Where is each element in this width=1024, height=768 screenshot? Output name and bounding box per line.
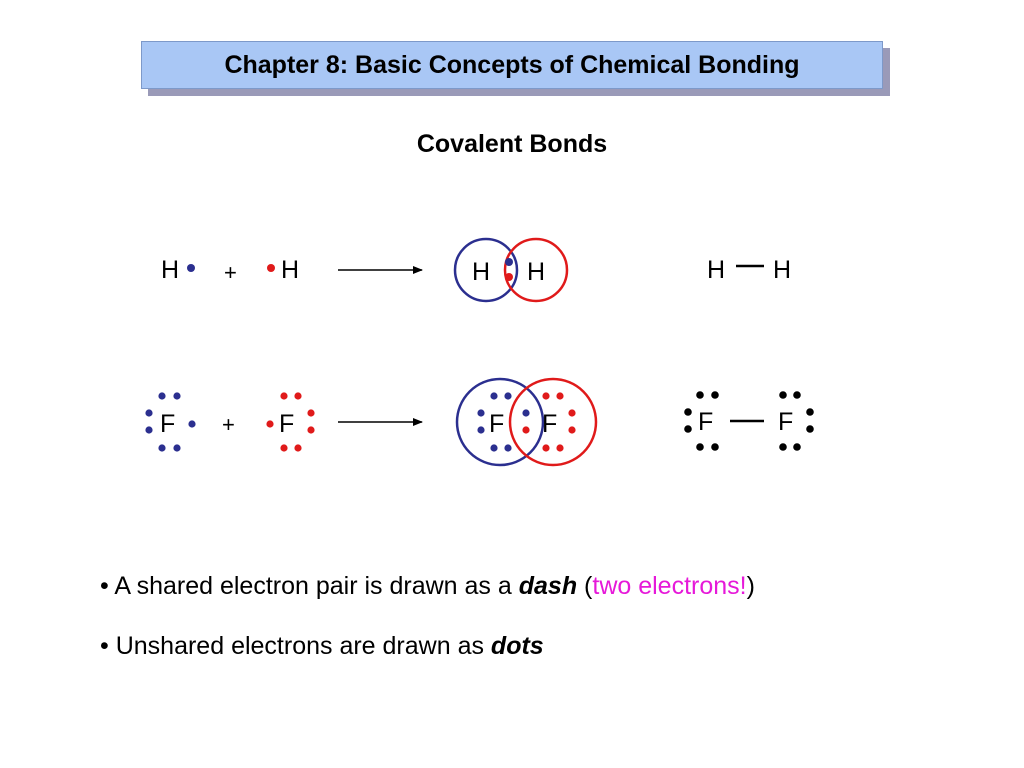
electron-dot [696, 391, 704, 399]
bullet-text: ) [746, 572, 755, 600]
bond-atom-left: F [698, 408, 713, 436]
orbital-circle-b [503, 237, 569, 303]
electron-dot [556, 392, 564, 400]
electron-dot [145, 426, 153, 434]
fluorine-reactants: F + F [145, 392, 315, 452]
orbital-circle-a [453, 237, 519, 303]
electron-dot [522, 426, 530, 434]
hydrogen-atom-a: H [472, 258, 490, 286]
bullet-text: A shared electron pair is drawn as a [114, 572, 519, 600]
hydrogen-atom-b: H [281, 256, 299, 284]
electron-dot [294, 392, 302, 400]
electron-dot [522, 409, 530, 417]
bullet-shared-pair: • A shared electron pair is drawn as a d… [100, 572, 755, 601]
fluorine-atom-b: F [542, 410, 557, 438]
electron-dot [806, 425, 814, 433]
electron-dot [504, 392, 512, 400]
electron-dot [158, 392, 166, 400]
electron-dot [542, 392, 550, 400]
bullet-emphasis: dash [518, 572, 578, 600]
bullet-unshared-electrons: • Unshared electrons are drawn as dots [100, 632, 544, 661]
electron-dot [505, 273, 513, 281]
electron-dot [307, 409, 315, 417]
bullet-text: ( [577, 572, 593, 600]
electron-dot [568, 409, 576, 417]
orbital-circle-a [455, 377, 545, 467]
electron-dot [173, 444, 181, 452]
slide-title-text: Chapter 8: Basic Concepts of Chemical Bo… [224, 50, 800, 79]
bond-atom-left: H [707, 256, 725, 284]
bullet-marker: • [100, 572, 109, 600]
electron-dot [684, 408, 692, 416]
electron-dot [711, 443, 719, 451]
bullet-highlight: two electrons! [592, 572, 747, 600]
hydrogen-overlap: H H [453, 237, 569, 303]
electron-dot [568, 426, 576, 434]
electron-dot [490, 444, 498, 452]
bullet-emphasis: dots [490, 632, 544, 660]
hydrogen-bond: H H [707, 256, 791, 284]
electron-dot [793, 443, 801, 451]
electron-dot [477, 409, 485, 417]
electron-dot [145, 409, 153, 417]
electron-dot [542, 444, 550, 452]
electron-dot [779, 443, 787, 451]
bond-atom-right: F [778, 408, 793, 436]
bullet-text: Unshared electrons are drawn as [115, 632, 491, 660]
electron-dot [187, 264, 195, 272]
hydrogen-reactants: H + H [161, 256, 299, 285]
fluorine-overlap: F F [455, 377, 598, 467]
electron-dot [793, 391, 801, 399]
electron-dot [556, 444, 564, 452]
hydrogen-atom-a: H [161, 256, 179, 284]
fluorine-atom-a: F [489, 410, 504, 438]
electron-dot [505, 258, 513, 266]
electron-dot [711, 391, 719, 399]
electron-dot [280, 444, 288, 452]
plus-sign: + [224, 260, 237, 285]
electron-dot [173, 392, 181, 400]
electron-dot [267, 264, 275, 272]
electron-dot [779, 391, 787, 399]
slide-subtitle: Covalent Bonds [416, 130, 608, 158]
plus-sign: + [222, 412, 235, 437]
bullet-marker: • [100, 632, 109, 660]
fluorine-atom-b: F [279, 410, 294, 438]
electron-dot [294, 444, 302, 452]
electron-dot [696, 443, 704, 451]
electron-dot [307, 426, 315, 434]
electron-dot [504, 444, 512, 452]
electron-dot [477, 426, 485, 434]
hydrogen-atom-b: H [527, 258, 545, 286]
electron-dot [280, 392, 288, 400]
electron-dot [684, 425, 692, 433]
fluorine-atom-a: F [160, 410, 175, 438]
electron-dot [490, 392, 498, 400]
electron-dot [806, 408, 814, 416]
electron-dot [188, 420, 196, 428]
fluorine-bond: F F [684, 391, 814, 451]
orbital-circle-b [508, 377, 598, 467]
bond-atom-right: H [773, 256, 791, 284]
slide-title: Chapter 8: Basic Concepts of Chemical Bo… [141, 41, 883, 89]
electron-dot [266, 420, 274, 428]
electron-dot [158, 444, 166, 452]
